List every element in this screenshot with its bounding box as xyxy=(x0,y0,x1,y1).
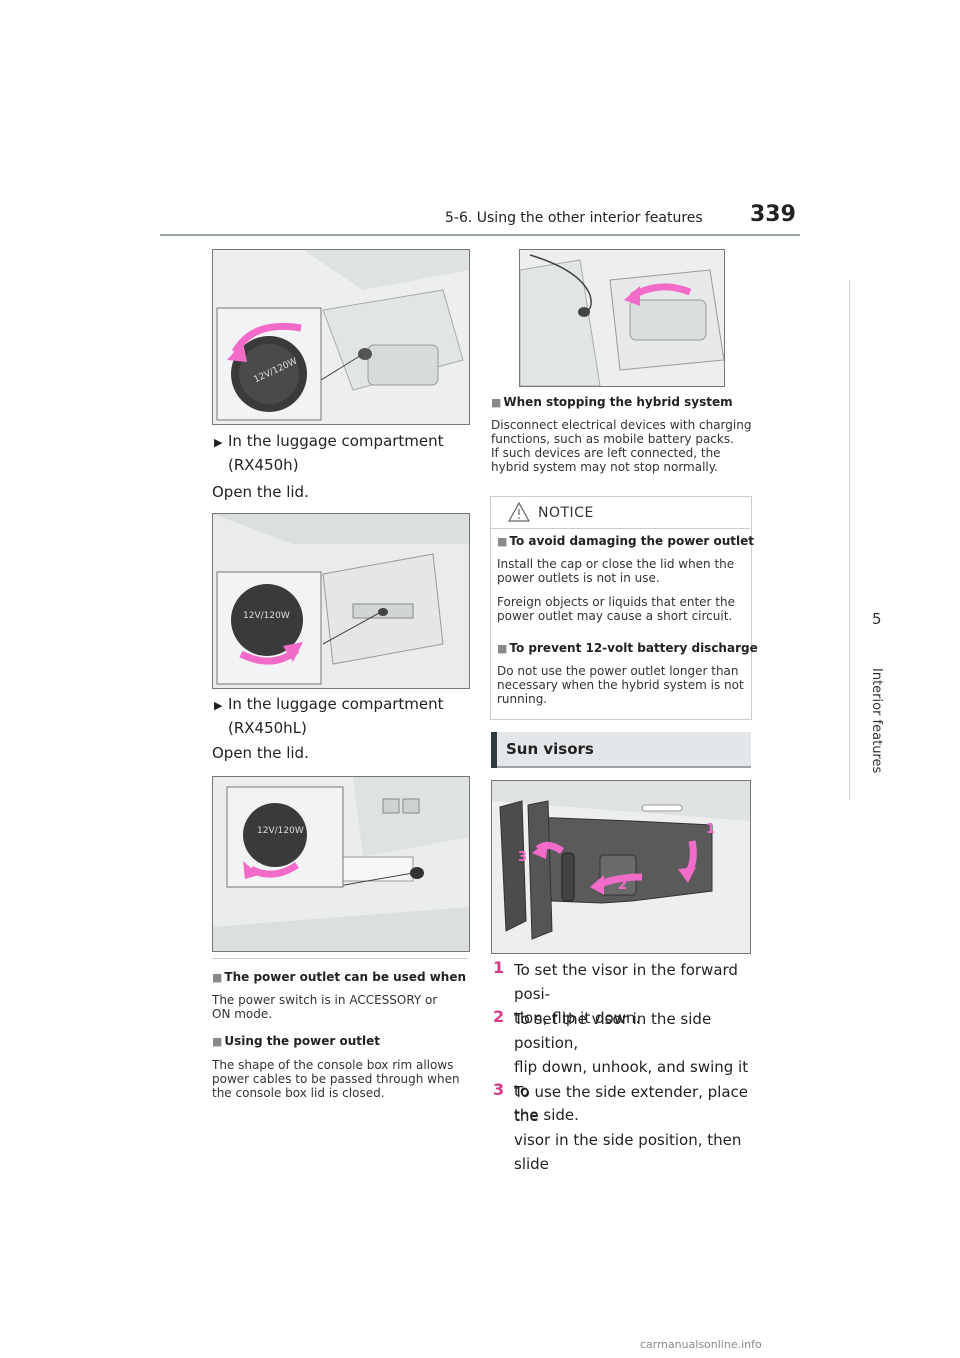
figure-console-cable xyxy=(519,249,725,387)
square-icon: ■ xyxy=(497,642,508,655)
instruction-open-lid-2: Open the lid. xyxy=(212,744,309,762)
triangle-right-icon: ▶ xyxy=(214,699,223,712)
note-body-power-outlet-use: The power switch is in ACCESSORY or ON m… xyxy=(212,993,438,1021)
visor-label-2: 2 xyxy=(618,878,627,893)
watermark: carmanualsonline.info xyxy=(640,1338,762,1351)
notice-body-avoid-damage-1: Install the cap or close the lid when th… xyxy=(497,557,735,585)
square-icon: ■ xyxy=(212,971,223,984)
step-2: 2 To set the visor in the side position,… xyxy=(493,1007,749,1124)
bullet-rx450h: ▶In the luggage compartment (RX450h) xyxy=(214,432,444,474)
note-body-using-outlet: The shape of the console box rim allows … xyxy=(212,1058,460,1100)
step-3: 3 To use the side extender, place the vi… xyxy=(493,1080,749,1173)
section-heading-sun-visors: Sun visors xyxy=(506,740,594,758)
chapter-label: Interior features xyxy=(869,668,884,774)
note-heading-power-outlet-use: ■The power outlet can be used when xyxy=(212,970,467,984)
side-rule xyxy=(849,280,850,800)
warning-triangle-icon xyxy=(507,501,531,526)
section-accent xyxy=(491,732,497,768)
square-icon: ■ xyxy=(497,535,508,548)
visor-label-1: 1 xyxy=(706,822,715,837)
square-icon: ■ xyxy=(212,1035,223,1048)
step-1: 1 To set the visor in the forward posi- … xyxy=(493,958,738,1027)
note-rule xyxy=(212,958,468,959)
bullet-rx450hl: ▶In the luggage compartment (RX450hL) xyxy=(214,695,444,737)
notice-rule xyxy=(491,528,750,529)
step-number: 1 xyxy=(493,958,505,977)
figure-luggage-outlet-rx450hl: 12V/120W xyxy=(212,776,470,952)
square-icon: ■ xyxy=(491,396,502,409)
figure-luggage-outlet-rx450h: 12V/120W xyxy=(212,513,470,689)
visor-label-3: 3 xyxy=(518,850,527,865)
instruction-open-lid-1: Open the lid. xyxy=(212,483,309,501)
header-rule xyxy=(160,234,800,236)
figure-sun-visors: 1 2 3 xyxy=(491,780,751,954)
step-number: 2 xyxy=(493,1007,505,1026)
svg-text:12V/120W: 12V/120W xyxy=(243,611,290,621)
triangle-right-icon: ▶ xyxy=(214,436,223,449)
section-title: 5-6. Using the other interior features xyxy=(445,210,703,226)
page-number: 339 xyxy=(750,202,796,227)
figure-console-outlet: 12V/120W xyxy=(212,249,470,425)
notice-heading-avoid-damage: ■To avoid damaging the power outlet xyxy=(497,534,755,548)
section-bar xyxy=(491,732,751,768)
note-body-stopping-hybrid: Disconnect electrical devices with charg… xyxy=(491,418,752,474)
step-number: 3 xyxy=(493,1080,505,1099)
notice-heading-battery-discharge: ■To prevent 12-volt battery discharge xyxy=(497,641,758,655)
notice-body-avoid-damage-2: Foreign objects or liquids that enter th… xyxy=(497,595,735,623)
note-heading-stopping-hybrid: ■When stopping the hybrid system xyxy=(491,395,733,409)
chapter-number: 5 xyxy=(872,610,882,628)
svg-text:12V/120W: 12V/120W xyxy=(257,826,304,836)
notice-box xyxy=(490,496,752,720)
notice-title: NOTICE xyxy=(538,505,594,521)
note-heading-using-outlet: ■Using the power outlet xyxy=(212,1034,380,1048)
notice-body-battery-discharge: Do not use the power outlet longer than … xyxy=(497,664,744,706)
